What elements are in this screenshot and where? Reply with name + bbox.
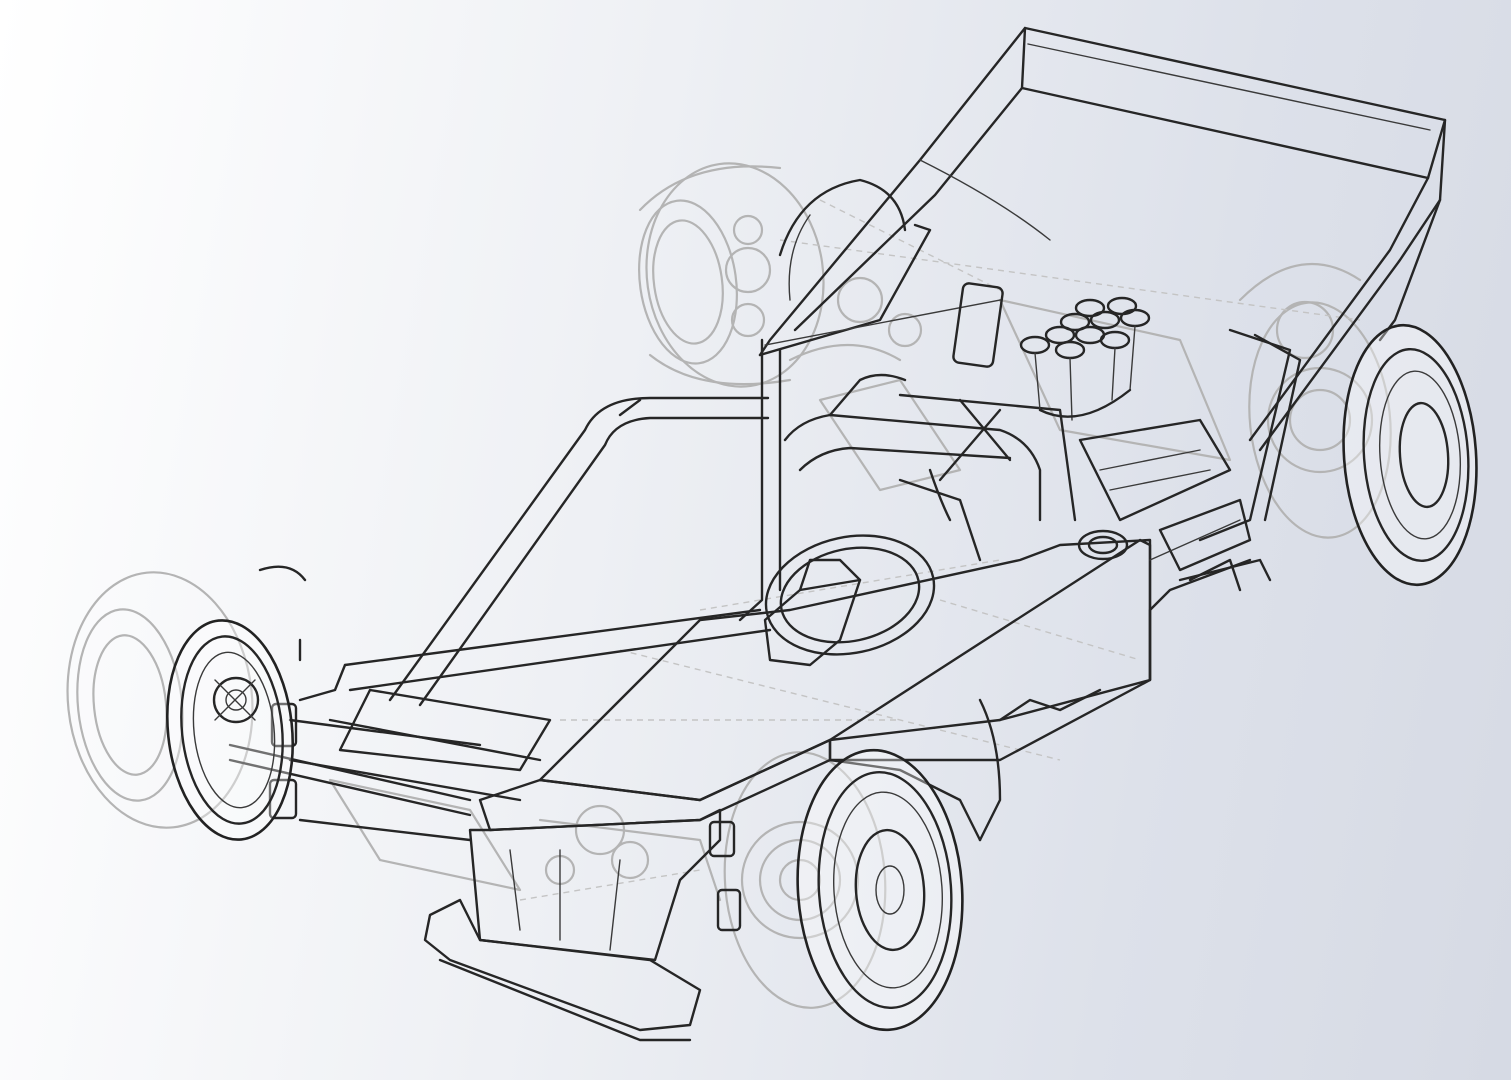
engine-ghost (788, 276, 1232, 492)
rear-right-hub-ghost (1238, 262, 1392, 539)
rear-left-tyre (638, 162, 825, 388)
front-axle (228, 702, 742, 932)
roll-cage (783, 282, 1077, 562)
rear-left-wheel (778, 178, 907, 301)
cockpit (763, 529, 1129, 667)
front-suspension-ghost (328, 778, 722, 902)
front-right-wheel (796, 748, 964, 1032)
chassis-frame (288, 338, 782, 842)
rear-suspension (1149, 328, 1302, 582)
front-left-wheel (165, 565, 307, 841)
front-nose-body (423, 538, 1152, 1042)
rear-bumper-tube (388, 396, 770, 707)
hidden-lines (66, 162, 1392, 1009)
rear-wing[interactable] (758, 26, 1447, 452)
rear-right-wheel (1342, 323, 1478, 587)
intake-trumpets (1019, 296, 1151, 421)
dashed-hidden-lines (519, 199, 1361, 901)
